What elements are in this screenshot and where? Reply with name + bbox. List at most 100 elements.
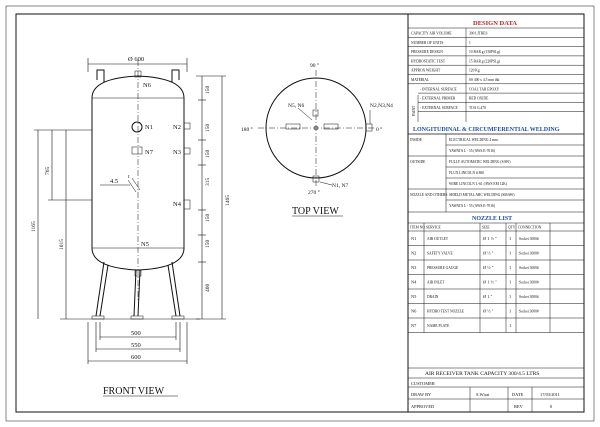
- top-nozzle-n1: [312, 175, 320, 183]
- welding-row-value: ELECTRICAL WELDING 4 mm.: [449, 138, 499, 142]
- nozzle-header: ITEM NO.: [410, 226, 426, 230]
- dim-right-4: 315: [205, 178, 211, 187]
- nozzle-n2: [183, 122, 191, 130]
- angle-180: 180 °: [241, 126, 253, 133]
- welding-row-label: NOZZLE AND OTHERS: [410, 193, 447, 197]
- dim-left-1165: 1165: [31, 221, 37, 232]
- nozzle-cell: Ø ½ ": [483, 251, 494, 256]
- paint-label: PAINT: [412, 105, 416, 116]
- welding-title: LONGITUDINAL & CIRCUMFERENTIAL WELDING: [413, 127, 560, 133]
- paint-row-value: TOA G.470: [469, 106, 486, 110]
- diameter-label: Ø 600: [128, 56, 144, 63]
- rev-label: REV: [514, 404, 524, 409]
- design-row-value: 120 Kg: [469, 69, 480, 73]
- nozzle-header: SIZE: [482, 226, 490, 230]
- nozzle-cell: AIR OUTLET: [427, 237, 449, 241]
- inner-border: [15, 13, 585, 413]
- design-row-value: SS 400 x 4.5 mm thk: [469, 78, 500, 82]
- nozzle-cell: Socket 3000#: [519, 237, 539, 241]
- dim-right-6: 150: [205, 240, 211, 249]
- nozzle-cell: 1: [509, 294, 511, 299]
- dim-right-3: 150: [205, 150, 211, 159]
- nameplate-n7: [131, 146, 143, 155]
- design-row-label: MATERIAL: [411, 78, 429, 82]
- dim-total: 1465: [225, 195, 231, 206]
- label-n5-n6: N5, N6: [288, 103, 304, 109]
- nozzle-cell: SAFETY VALVE: [427, 252, 453, 256]
- customer-label: CUSTOMER: [411, 381, 435, 386]
- dim-bottom-500: 500: [131, 330, 141, 337]
- nozzle-cell: Socket 3000#: [519, 266, 539, 270]
- dim-bottom-550: 550: [131, 342, 141, 349]
- leg-left: [95, 261, 109, 317]
- date-label: DATE: [512, 392, 524, 397]
- nozzle-cell: N5: [411, 294, 417, 299]
- lifting-lug-right: [171, 69, 180, 82]
- design-row-label: APPROX WEIGHT: [411, 69, 441, 73]
- top-view-title: TOP VIEW: [292, 206, 339, 217]
- nozzle-cell: N7: [411, 323, 417, 328]
- leg-center: [133, 269, 141, 317]
- angle-0: 0 °: [376, 126, 382, 133]
- design-row-value: 1: [469, 41, 471, 45]
- nozzle-cell: HYDRO TEST NOZZLE: [427, 310, 465, 314]
- paint-row-value: RED OXIDE: [469, 97, 489, 101]
- label-n1-n7: N1, N7: [332, 183, 348, 189]
- rev-value: 0: [550, 404, 553, 409]
- nozzle-cell: 1: [509, 236, 511, 241]
- design-data-title: DESIGN DATA: [473, 20, 517, 27]
- date-value: 17/03/2011: [540, 392, 560, 397]
- lifting-lug-left: [96, 69, 105, 82]
- dim-bottom-600: 600: [131, 354, 141, 361]
- nozzle-cell: AIR INLET: [427, 281, 445, 285]
- nozzle-header: QTY: [508, 226, 516, 230]
- design-row-label: HYDROSTATIC TEST: [411, 59, 446, 63]
- top-nozzle-n5: [313, 125, 319, 131]
- nozzle-cell: N1: [411, 236, 416, 241]
- design-row-label: NUMBER OF UNITS: [411, 41, 443, 45]
- nozzle-cell: Ø 1 ": [483, 294, 493, 299]
- outer-border: [5, 5, 595, 422]
- top-nozzle-side: [365, 123, 373, 132]
- nozzle-header: CONNECTION: [518, 226, 542, 230]
- top-leg-right: [323, 123, 339, 130]
- nozzle-cell: Ø 1 ½ ": [483, 280, 497, 285]
- nozzle-cell: 1: [509, 309, 511, 314]
- nozzle-cell: Socket 3000#: [519, 281, 539, 285]
- paint-row-label: - EXTERNAL SURFACE: [420, 106, 459, 110]
- welding-row-value: FULLY AUTOMATIC WELDING (SAW): [449, 160, 511, 164]
- nozzle-n1: [131, 121, 143, 133]
- nozzle-label-n7: N7: [145, 149, 154, 156]
- top-leg-left: [285, 123, 301, 130]
- design-row-value: 15 BAR.g (220PSI.g): [469, 59, 501, 63]
- top-nozzle-n6: [312, 109, 319, 117]
- front-view-title: FRONT VIEW: [103, 386, 165, 397]
- nozzle-n6: [134, 70, 142, 78]
- nozzle-cell: Ø ½ ": [483, 265, 494, 270]
- dim-right-2: 150: [205, 124, 211, 133]
- thickness-sup: t: [128, 174, 130, 180]
- welding-row-value: WIRE LINCOLN L-61 (AWS EM 12K): [449, 182, 508, 186]
- angle-270: 270 °: [308, 189, 320, 196]
- top-view: N5, N6 N2,N3,N4 N1, N7 90 ° 180 ° 0 ° 27…: [241, 62, 393, 217]
- angle-90: 90 °: [310, 62, 319, 69]
- nozzle-cell: Socket 3000#: [519, 310, 539, 314]
- nozzle-cell: 1: [509, 323, 511, 328]
- design-row-value: 10 BAR.g (150PSI.g): [469, 50, 501, 54]
- nozzle-label-n3: N3: [173, 149, 181, 156]
- dim-right-1: 150: [205, 86, 211, 95]
- dim-right-7: 400: [205, 284, 211, 293]
- paint-row-label: - EXTERNAL PRIMER: [420, 97, 456, 101]
- nozzle-cell: DRAIN: [427, 295, 439, 299]
- nozzle-label-n4: N4: [173, 201, 182, 208]
- nozzle-cell: N4: [411, 280, 417, 285]
- nozzle-cell: N2: [411, 251, 416, 256]
- design-row-label: CAPACITY AIR VOLUME: [411, 32, 452, 36]
- drawing-title: AIR RECEIVER TANK CAPACITY 300/4.5 LTRS: [425, 371, 539, 377]
- welding-row-value: SHIELD METAL ARC WELDING (SMAW): [449, 193, 515, 197]
- nozzle-label-n1: N1: [145, 124, 153, 131]
- paint-row-value: COAL TAR EPOXY: [469, 87, 500, 91]
